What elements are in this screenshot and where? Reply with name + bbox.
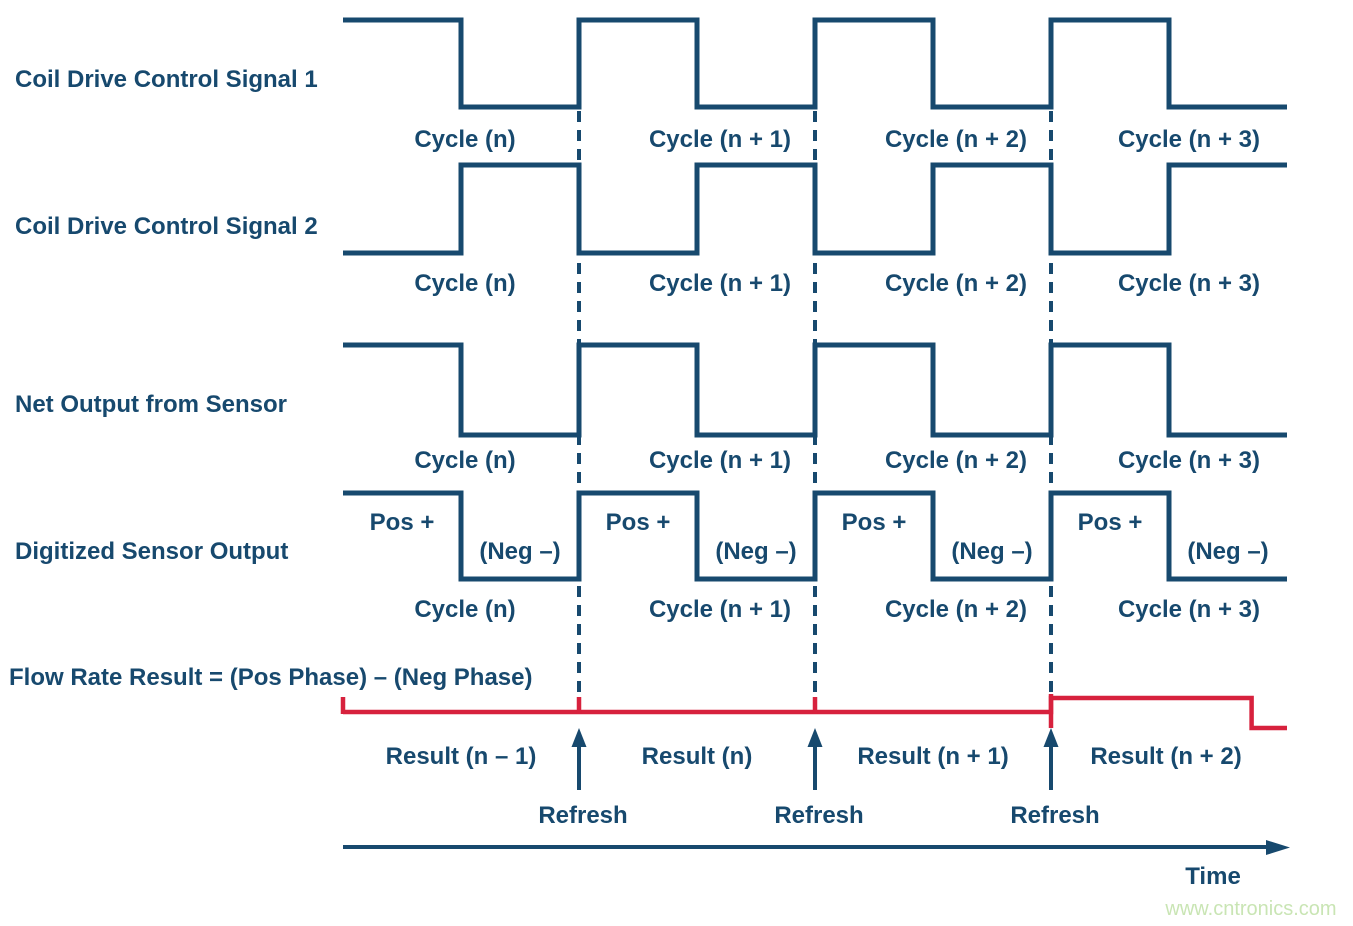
row-label-net-output: Net Output from Sensor	[15, 391, 288, 418]
cycle-label-row2-col1: Cycle (n + 1)	[648, 447, 792, 474]
neg-phase-label-0: (Neg –)	[479, 538, 561, 565]
waveform-signal-3	[343, 490, 1287, 582]
refresh-label-0: Refresh	[538, 802, 628, 829]
refresh-arrow-head-icon	[807, 728, 823, 747]
refresh-arrow-head-icon	[571, 728, 587, 747]
cycle-label-row2-col0: Cycle (n)	[414, 447, 516, 474]
result-label-0: Result (n – 1)	[385, 743, 537, 770]
pos-phase-label-0: Pos +	[369, 509, 435, 536]
cycle-label-row3-col0: Cycle (n)	[414, 596, 516, 623]
row-label-coil-drive-signal-1: Coil Drive Control Signal 1	[15, 66, 318, 93]
cycle-label-row0-col1: Cycle (n + 1)	[648, 126, 792, 153]
cycle-label-row1-col1: Cycle (n + 1)	[648, 270, 792, 297]
time-axis-label: Time	[1185, 863, 1241, 890]
flow-rate-equation-label: Flow Rate Result = (Pos Phase) – (Neg Ph…	[9, 664, 533, 691]
waveform-signal-1	[343, 162, 1287, 256]
waveform-signal-2	[343, 342, 1287, 438]
pos-phase-label-2: Pos +	[841, 509, 907, 536]
cycle-label-row3-col2: Cycle (n + 2)	[884, 596, 1028, 623]
neg-phase-label-2: (Neg –)	[951, 538, 1033, 565]
watermark-text: www.cntronics.com	[1165, 898, 1337, 920]
result-label-1: Result (n)	[641, 743, 753, 770]
cycle-label-row0-col0: Cycle (n)	[414, 126, 516, 153]
refresh-arrow-head-icon	[1043, 728, 1059, 747]
neg-phase-label-1: (Neg –)	[715, 538, 797, 565]
cycle-label-row2-col2: Cycle (n + 2)	[884, 447, 1028, 474]
cycle-label-row1-col2: Cycle (n + 2)	[884, 270, 1028, 297]
pos-phase-label-1: Pos +	[605, 509, 671, 536]
refresh-label-1: Refresh	[774, 802, 864, 829]
neg-phase-label-3: (Neg –)	[1187, 538, 1269, 565]
cycle-label-row3-col3: Cycle (n + 3)	[1117, 596, 1261, 623]
flow-rate-trace	[343, 695, 1287, 731]
waveform-signal-0	[343, 17, 1287, 110]
result-label-2: Result (n + 1)	[857, 743, 1009, 770]
cycle-label-row3-col1: Cycle (n + 1)	[648, 596, 792, 623]
result-label-3: Result (n + 2)	[1090, 743, 1242, 770]
cycle-label-row0-col2: Cycle (n + 2)	[884, 126, 1028, 153]
pos-phase-label-3: Pos +	[1077, 509, 1143, 536]
cycle-label-row1-col3: Cycle (n + 3)	[1117, 270, 1261, 297]
cycle-label-row1-col0: Cycle (n)	[414, 270, 516, 297]
row-label-coil-drive-signal-2: Coil Drive Control Signal 2	[15, 213, 318, 240]
refresh-label-2: Refresh	[1010, 802, 1100, 829]
cycle-label-row0-col3: Cycle (n + 3)	[1117, 126, 1261, 153]
cycle-label-row2-col3: Cycle (n + 3)	[1117, 447, 1261, 474]
row-label-digitized-output: Digitized Sensor Output	[15, 538, 289, 565]
time-axis-arrow-head-icon	[1266, 840, 1290, 855]
